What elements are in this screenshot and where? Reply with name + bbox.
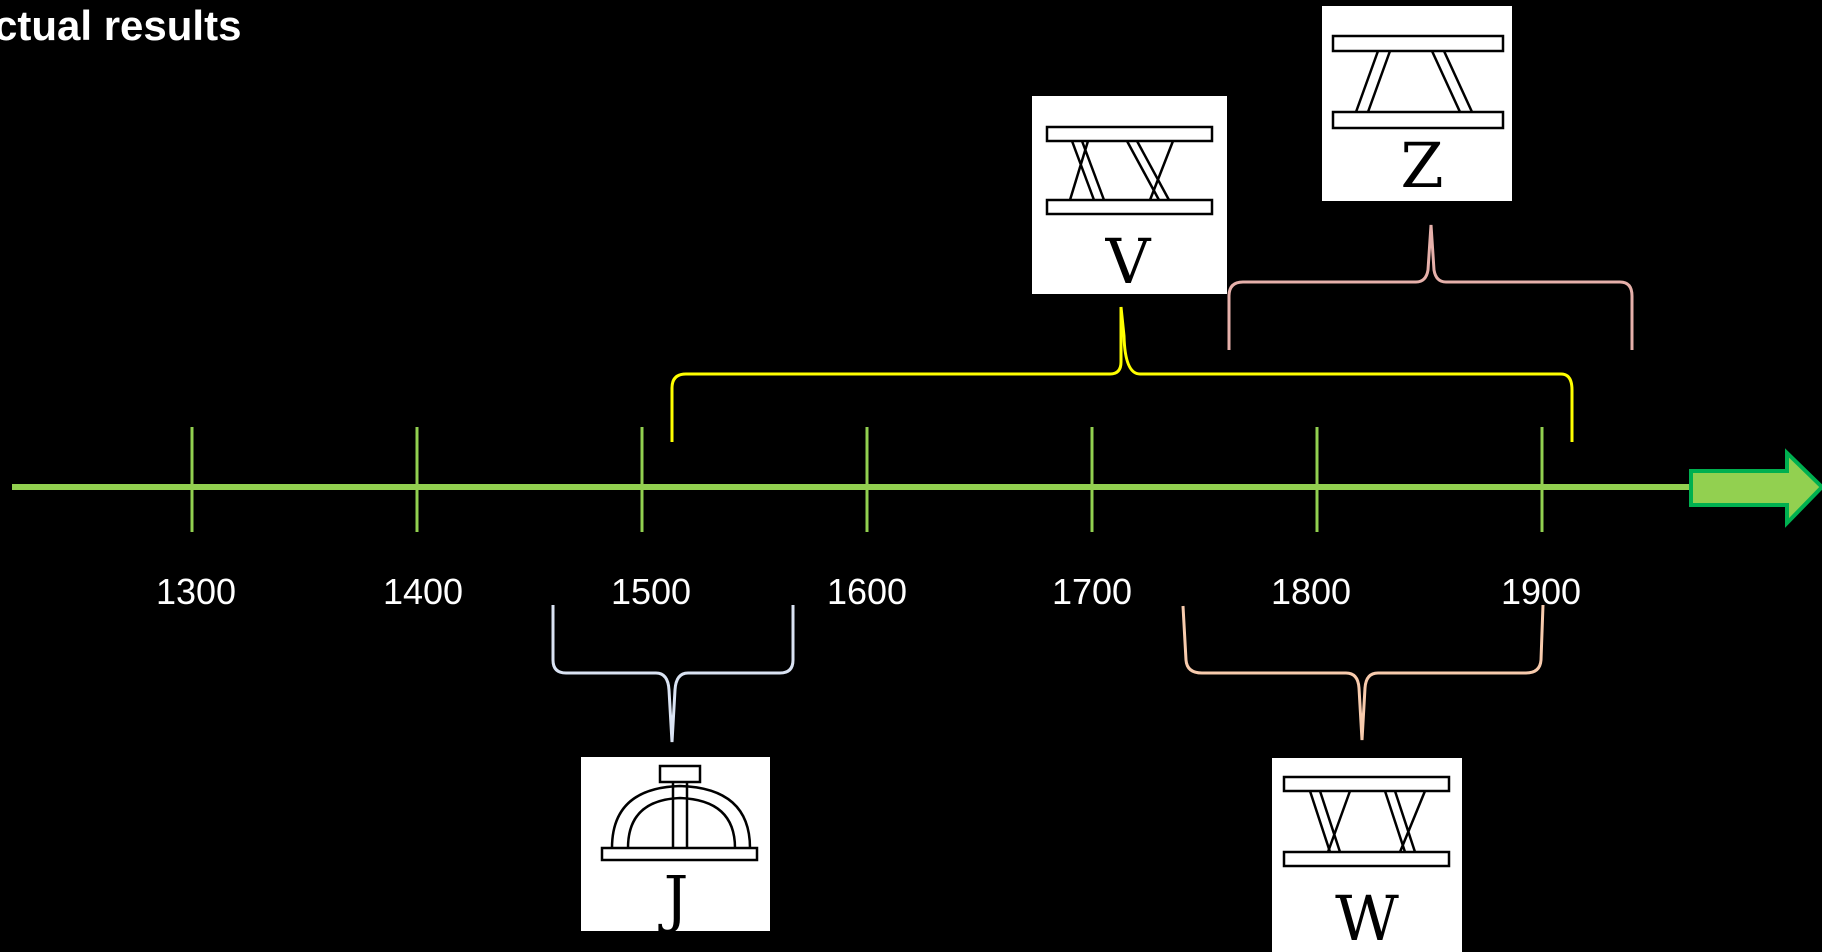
year-label-1800: 1800 bbox=[1271, 571, 1351, 612]
table-single-brace-icon bbox=[1331, 34, 1505, 130]
year-label-1300: 1300 bbox=[156, 571, 236, 612]
card-j-letter: J bbox=[658, 862, 689, 935]
card-w-letter: W bbox=[1335, 882, 1399, 952]
card-w: W bbox=[1272, 758, 1462, 952]
card-v-letter: V bbox=[1105, 225, 1152, 298]
year-label-1900: 1900 bbox=[1501, 571, 1581, 612]
year-label-1400: 1400 bbox=[383, 571, 463, 612]
year-label-1700: 1700 bbox=[1052, 571, 1132, 612]
bracket-w bbox=[1181, 604, 1545, 741]
bracket-v bbox=[670, 306, 1574, 442]
card-z-letter: Z bbox=[1400, 129, 1443, 202]
bracket-z bbox=[1227, 224, 1634, 350]
card-z: Z bbox=[1322, 6, 1512, 202]
table-single-brace-icon bbox=[1045, 125, 1214, 216]
tick-marks bbox=[190, 427, 1544, 532]
year-label-1600: 1600 bbox=[827, 571, 907, 612]
table-double-brace-icon bbox=[1282, 775, 1451, 868]
bracket-j bbox=[551, 605, 795, 743]
slide-title: ctual results bbox=[0, 2, 242, 49]
card-j: J bbox=[581, 757, 770, 935]
arch-post-icon bbox=[600, 764, 759, 862]
year-label-1500: 1500 bbox=[611, 571, 691, 612]
timeline-arrow-icon bbox=[1689, 448, 1822, 528]
card-v: V bbox=[1032, 96, 1227, 298]
